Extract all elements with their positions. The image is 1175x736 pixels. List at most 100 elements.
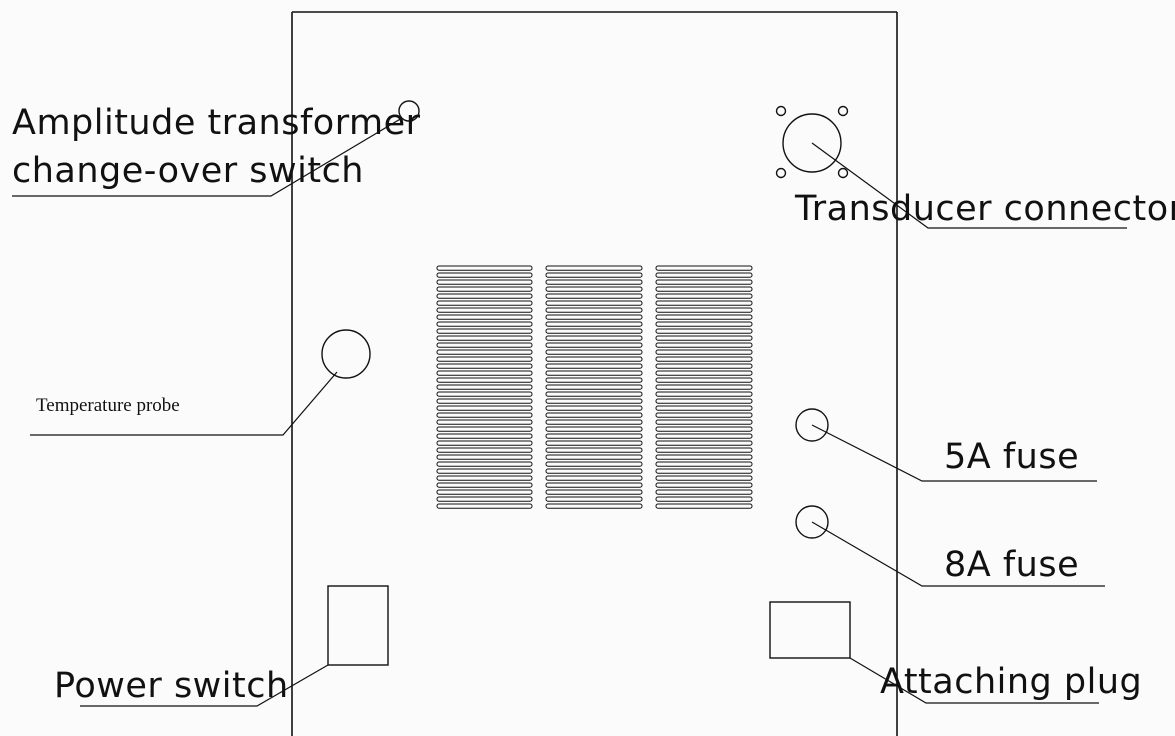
vent-slot <box>545 300 643 306</box>
vent-slot <box>436 489 533 495</box>
transducer-connector-socket <box>775 105 849 179</box>
vent-slot <box>655 272 753 278</box>
vent-slot <box>436 265 533 271</box>
leader-plug <box>849 657 1099 704</box>
vent-slot <box>545 363 643 369</box>
vent-slot <box>655 300 753 306</box>
vent-slot <box>436 433 533 439</box>
fuse-5a-holder <box>795 408 829 442</box>
vent-slot <box>436 482 533 488</box>
leader-transducer <box>811 142 1127 229</box>
vent-slot <box>655 398 753 404</box>
vent-slot <box>655 356 753 362</box>
vent-slot <box>545 286 643 292</box>
vent-slot <box>545 328 643 334</box>
vent-slot <box>545 433 643 439</box>
vent-slot <box>436 286 533 292</box>
attaching-plug-rect <box>769 601 851 659</box>
vent-slot <box>655 363 753 369</box>
vent-slot <box>545 293 643 299</box>
vent-slot <box>655 293 753 299</box>
label-amplitude-line1: Amplitude transformer <box>12 103 421 143</box>
vent-slot <box>436 461 533 467</box>
vent-slot <box>655 265 753 271</box>
leader-5a <box>811 424 1097 482</box>
vent-slot <box>545 468 643 474</box>
vent-slot <box>436 391 533 397</box>
vent-slot <box>545 447 643 453</box>
vent-slot <box>436 405 533 411</box>
vent-slot <box>655 349 753 355</box>
vent-slot <box>545 454 643 460</box>
vent-slot <box>436 440 533 446</box>
label-fuse-8a: 8A fuse <box>944 545 1080 585</box>
vent-slot <box>655 279 753 285</box>
vent-slot <box>545 482 643 488</box>
vent-slot <box>655 321 753 327</box>
label-power-switch: Power switch <box>54 666 289 706</box>
vent-slot <box>436 363 533 369</box>
vent-slot <box>436 398 533 404</box>
vent-slot <box>655 433 753 439</box>
vent-slot <box>545 391 643 397</box>
vent-slot <box>436 370 533 376</box>
vent-slot <box>545 272 643 278</box>
vent-slot <box>436 272 533 278</box>
vent-slot <box>655 307 753 313</box>
vent-slot <box>436 377 533 383</box>
label-amplitude-line2: change-over switch <box>12 151 364 191</box>
vent-slot <box>436 454 533 460</box>
vent-slot <box>655 342 753 348</box>
vent-slot <box>436 384 533 390</box>
vent-slot <box>655 503 753 509</box>
vent-slot <box>545 440 643 446</box>
amplitude-switch-knob <box>398 100 420 122</box>
vent-slot <box>436 307 533 313</box>
vent-slot <box>545 279 643 285</box>
vent-slot <box>545 412 643 418</box>
vent-slot <box>436 279 533 285</box>
vent-slot <box>545 370 643 376</box>
vent-slot <box>655 370 753 376</box>
vent-slot <box>545 384 643 390</box>
leader-lines <box>12 117 1127 707</box>
vent-slot <box>436 300 533 306</box>
vent-slot <box>436 426 533 432</box>
vent-slot <box>655 475 753 481</box>
leader-power <box>80 664 329 707</box>
leader-amplitude <box>12 117 403 197</box>
vent-slot <box>436 475 533 481</box>
vent-slot <box>545 405 643 411</box>
vent-slot <box>436 342 533 348</box>
vent-slot <box>545 377 643 383</box>
vent-slot <box>436 321 533 327</box>
fuse-8a-holder <box>795 505 829 539</box>
vent-slot <box>545 503 643 509</box>
vent-slot <box>436 314 533 320</box>
vent-slot <box>655 461 753 467</box>
vent-slot <box>545 461 643 467</box>
vent-slot <box>655 482 753 488</box>
vent-slot <box>655 447 753 453</box>
vent-slot <box>545 489 643 495</box>
vent-slot <box>655 454 753 460</box>
vent-slot <box>545 321 643 327</box>
vent-slot <box>436 356 533 362</box>
leader-temperature <box>30 371 338 436</box>
vent-slot <box>436 468 533 474</box>
vent-slot <box>545 426 643 432</box>
vent-slot <box>655 489 753 495</box>
vent-slot <box>655 314 753 320</box>
vent-slot <box>655 328 753 334</box>
label-attaching-plug: Attaching plug <box>880 662 1143 702</box>
vent-slot <box>545 419 643 425</box>
ventilation-grille <box>436 265 753 509</box>
vent-slot <box>545 349 643 355</box>
vent-slot <box>436 335 533 341</box>
vent-slot <box>655 384 753 390</box>
vent-slot <box>545 335 643 341</box>
vent-slot <box>436 496 533 502</box>
label-temperature-probe: Temperature probe <box>36 395 180 416</box>
vent-slot <box>655 419 753 425</box>
